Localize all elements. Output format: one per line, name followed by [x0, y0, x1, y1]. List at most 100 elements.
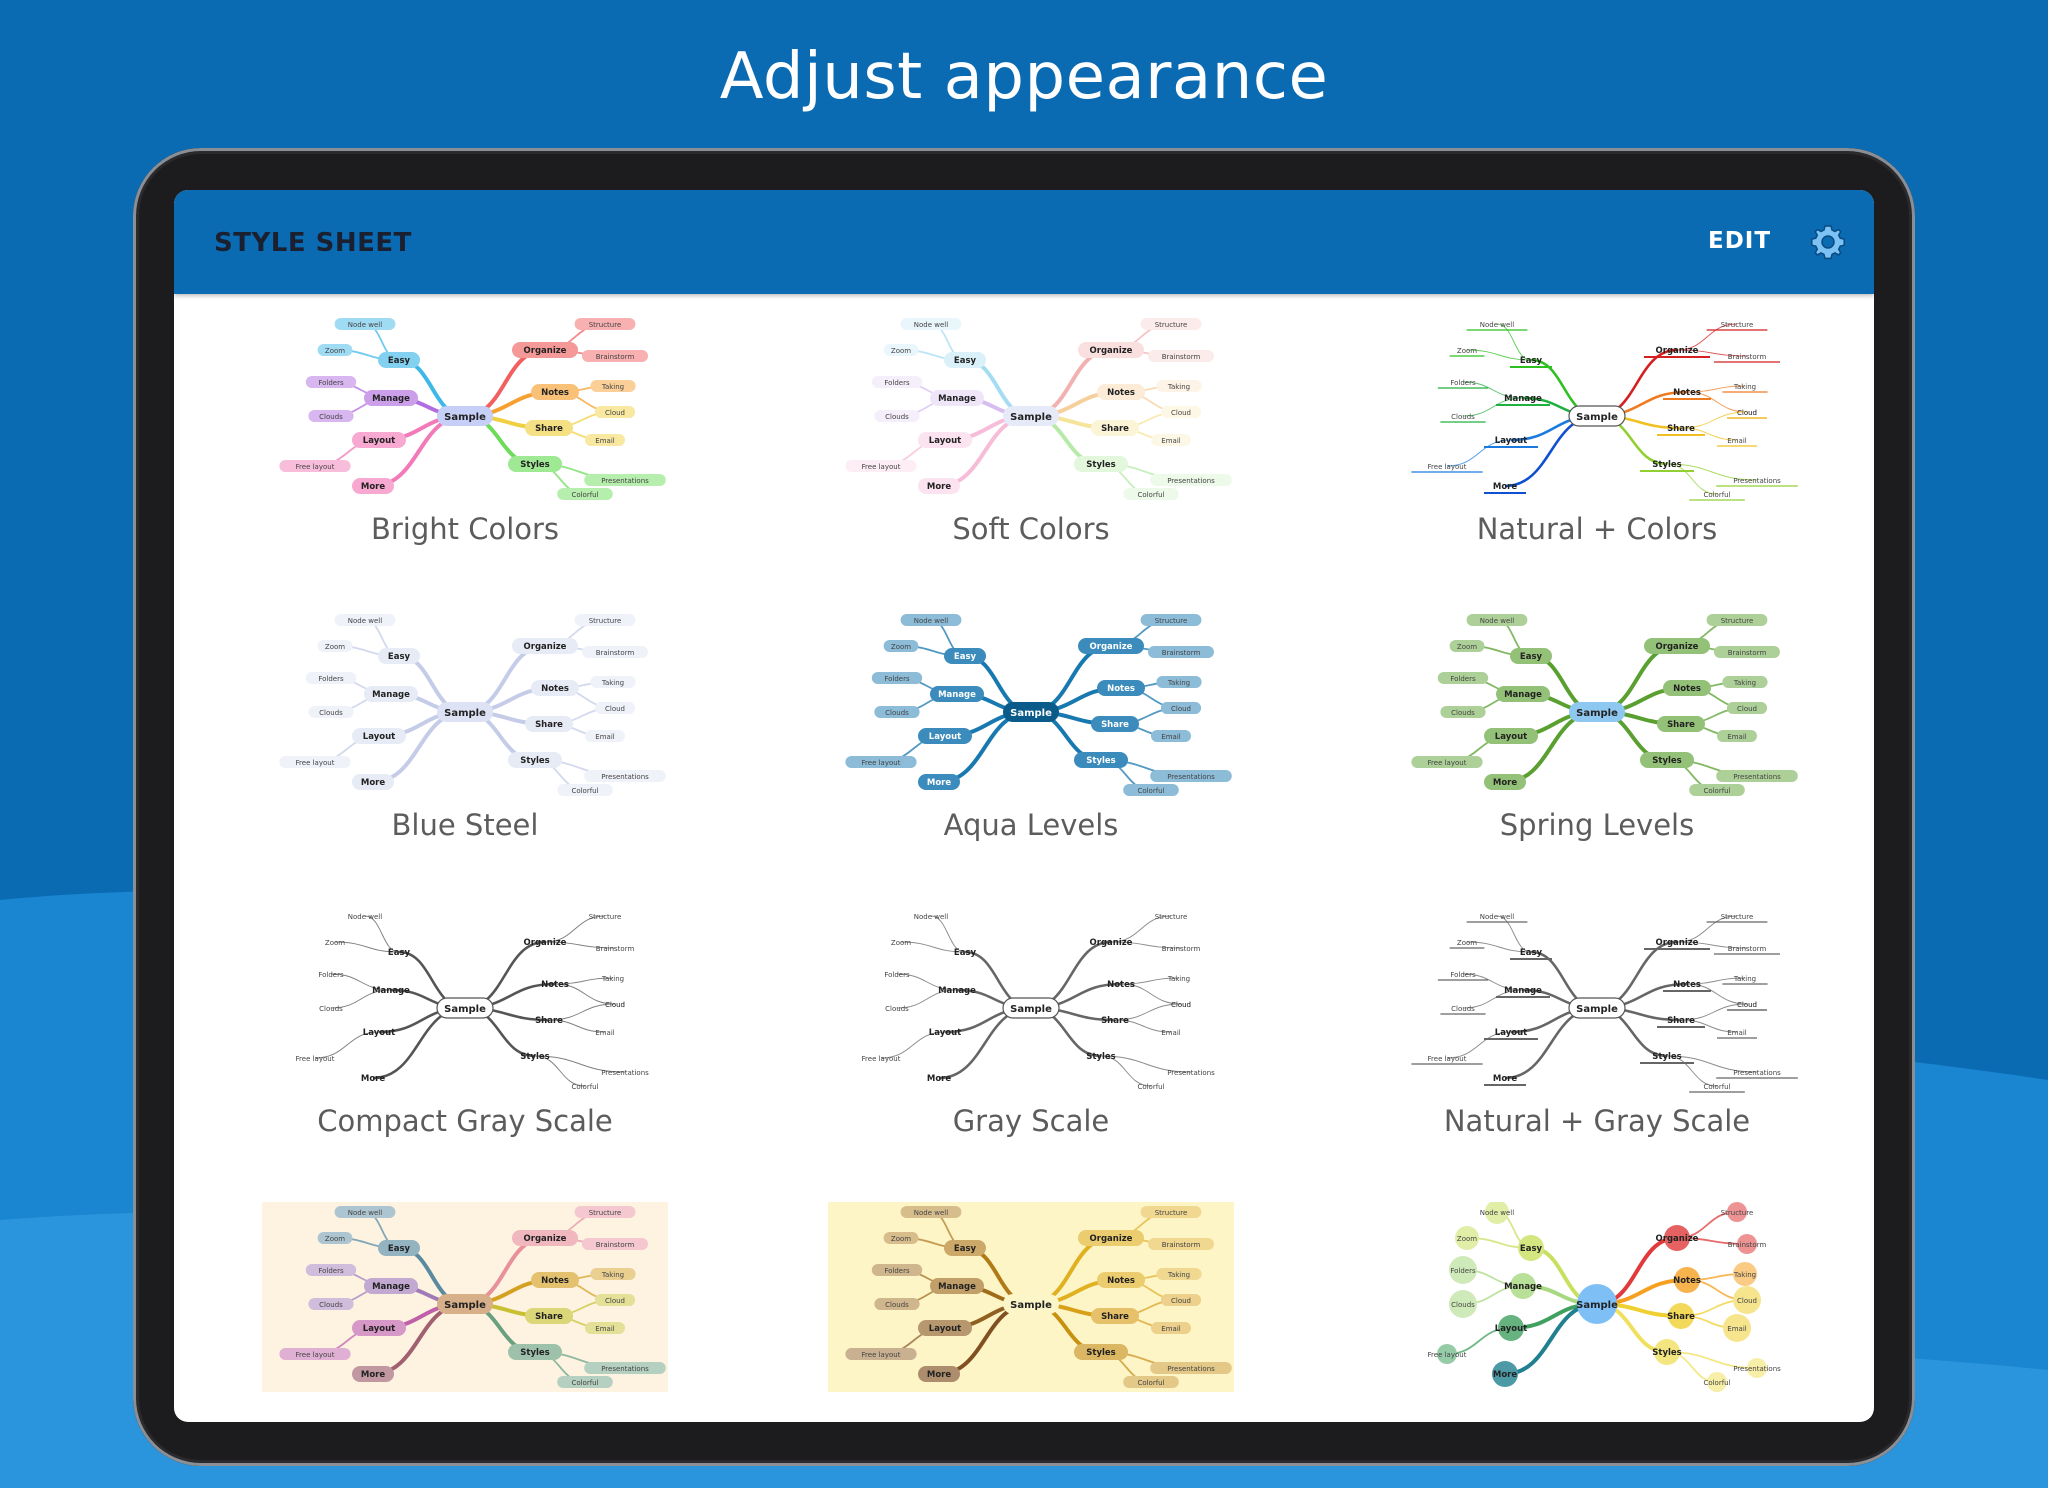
branch-label: Layout — [363, 1028, 395, 1038]
leaf-label: Cloud — [1737, 705, 1757, 713]
leaf-label: Structure — [1155, 617, 1188, 625]
branch-label: More — [361, 1370, 385, 1380]
style-grid: StructureBrainstormOrganizeTakingCloudNo… — [174, 294, 1874, 1422]
branch-label: Notes — [541, 980, 569, 990]
mindmap-preview: StructureBrainstormOrganizeTakingCloudNo… — [1394, 906, 1800, 1096]
style-card[interactable]: StructureBrainstormOrganizeTakingCloudNo… — [748, 594, 1314, 890]
style-card[interactable]: StructureBrainstormOrganizeTakingCloudNo… — [1314, 1186, 1874, 1422]
leaf-label: Zoom — [1457, 1235, 1477, 1243]
leaf-label: Free layout — [1428, 1055, 1467, 1063]
leaf-label: Free layout — [862, 463, 901, 471]
leaf-label: Cloud — [605, 1297, 625, 1305]
leaf-label: Zoom — [891, 1235, 911, 1243]
branch-label: Organize — [1656, 1234, 1699, 1244]
branch-label: Notes — [1107, 980, 1135, 990]
branch-label: Styles — [520, 756, 549, 766]
leaf-label: Brainstorm — [1162, 945, 1201, 953]
leaf-label: Presentations — [601, 773, 649, 781]
branch-label: Styles — [1086, 1052, 1115, 1062]
mindmap-preview: StructureBrainstormOrganizeTakingCloudNo… — [1394, 314, 1800, 504]
branch-label: Easy — [388, 356, 411, 366]
branch-label: Share — [1101, 720, 1129, 730]
style-card[interactable]: StructureBrainstormOrganizeTakingCloudNo… — [182, 594, 748, 890]
leaf-label: Folders — [318, 675, 344, 683]
branch-label: Notes — [1107, 1276, 1135, 1286]
branch-label: Easy — [388, 948, 411, 958]
leaf-label: Cloud — [1171, 1001, 1191, 1009]
leaf-label: Presentations — [1733, 1365, 1781, 1373]
branch-label: Layout — [1495, 1324, 1527, 1334]
branch-label: Styles — [1652, 460, 1681, 470]
branch-label: Share — [535, 1016, 563, 1026]
leaf-label: Cloud — [1737, 409, 1757, 417]
leaf-label: Presentations — [1733, 477, 1781, 485]
leaf-label: Structure — [1155, 321, 1188, 329]
leaf-label: Presentations — [1733, 1069, 1781, 1077]
leaf-label: Email — [1161, 1325, 1180, 1333]
leaf-label: Colorful — [571, 491, 598, 499]
branch-label: More — [927, 1370, 951, 1380]
mindmap-preview: StructureBrainstormOrganizeTakingCloudNo… — [1394, 1202, 1800, 1392]
leaf-label: Taking — [601, 679, 624, 687]
branch-label: Layout — [1495, 732, 1527, 742]
branch-label: More — [1493, 482, 1517, 492]
leaf-label: Clouds — [319, 709, 343, 717]
branch-label: Organize — [1656, 938, 1699, 948]
edit-button[interactable]: EDIT — [1708, 228, 1772, 254]
leaf-label: Colorful — [1137, 1379, 1164, 1387]
leaf-label: Colorful — [1137, 1083, 1164, 1091]
leaf-label: Free layout — [1428, 463, 1467, 471]
leaf-label: Brainstorm — [1728, 1241, 1767, 1249]
branch-label: Easy — [954, 356, 977, 366]
leaf-label: Cloud — [1737, 1297, 1757, 1305]
leaf-label: Brainstorm — [1728, 353, 1767, 361]
leaf-label: Zoom — [325, 643, 345, 651]
leaf-label: Email — [595, 437, 614, 445]
leaf-label: Free layout — [862, 759, 901, 767]
branch-label: Share — [1667, 424, 1695, 434]
branch-label: Organize — [1656, 346, 1699, 356]
leaf-label: Free layout — [296, 1055, 335, 1063]
leaf-label: Clouds — [319, 413, 343, 421]
leaf-label: Taking — [601, 975, 624, 983]
branch-label: Layout — [929, 1324, 961, 1334]
leaf-label: Presentations — [1733, 773, 1781, 781]
branch-label: Easy — [1520, 356, 1543, 366]
leaf-label: Brainstorm — [1162, 353, 1201, 361]
leaf-label: Presentations — [601, 1365, 649, 1373]
leaf-label: Clouds — [1451, 709, 1475, 717]
branch-label: Notes — [1673, 980, 1701, 990]
leaf-label: Node well — [1480, 321, 1514, 329]
branch-label: Share — [535, 424, 563, 434]
style-card[interactable]: StructureBrainstormOrganizeTakingCloudNo… — [748, 1186, 1314, 1422]
branch-label: Styles — [1086, 756, 1115, 766]
style-card[interactable]: StructureBrainstormOrganizeTakingCloudNo… — [748, 298, 1314, 594]
branch-label: Share — [1667, 1312, 1695, 1322]
gear-icon[interactable] — [1808, 222, 1848, 262]
leaf-label: Colorful — [571, 1379, 598, 1387]
leaf-label: Taking — [601, 383, 624, 391]
leaf-label: Zoom — [891, 939, 911, 947]
leaf-label: Brainstorm — [1728, 649, 1767, 657]
style-name: Gray Scale — [952, 1104, 1110, 1138]
leaf-label: Brainstorm — [1728, 945, 1767, 953]
style-card[interactable]: StructureBrainstormOrganizeTakingCloudNo… — [182, 298, 748, 594]
leaf-label: Email — [1727, 1029, 1746, 1037]
leaf-label: Presentations — [1167, 773, 1215, 781]
style-card[interactable]: StructureBrainstormOrganizeTakingCloudNo… — [182, 1186, 748, 1422]
branch-label: Easy — [954, 652, 977, 662]
leaf-label: Email — [1727, 733, 1746, 741]
style-card[interactable]: StructureBrainstormOrganizeTakingCloudNo… — [1314, 594, 1874, 890]
mindmap-preview: StructureBrainstormOrganizeTakingCloudNo… — [262, 1202, 668, 1392]
leaf-label: Taking — [1733, 1271, 1756, 1279]
branch-label: Layout — [929, 732, 961, 742]
branch-label: Organize — [1090, 1234, 1133, 1244]
leaf-label: Brainstorm — [596, 649, 635, 657]
leaf-label: Taking — [1167, 975, 1190, 983]
style-name: Blue Steel — [391, 808, 539, 842]
